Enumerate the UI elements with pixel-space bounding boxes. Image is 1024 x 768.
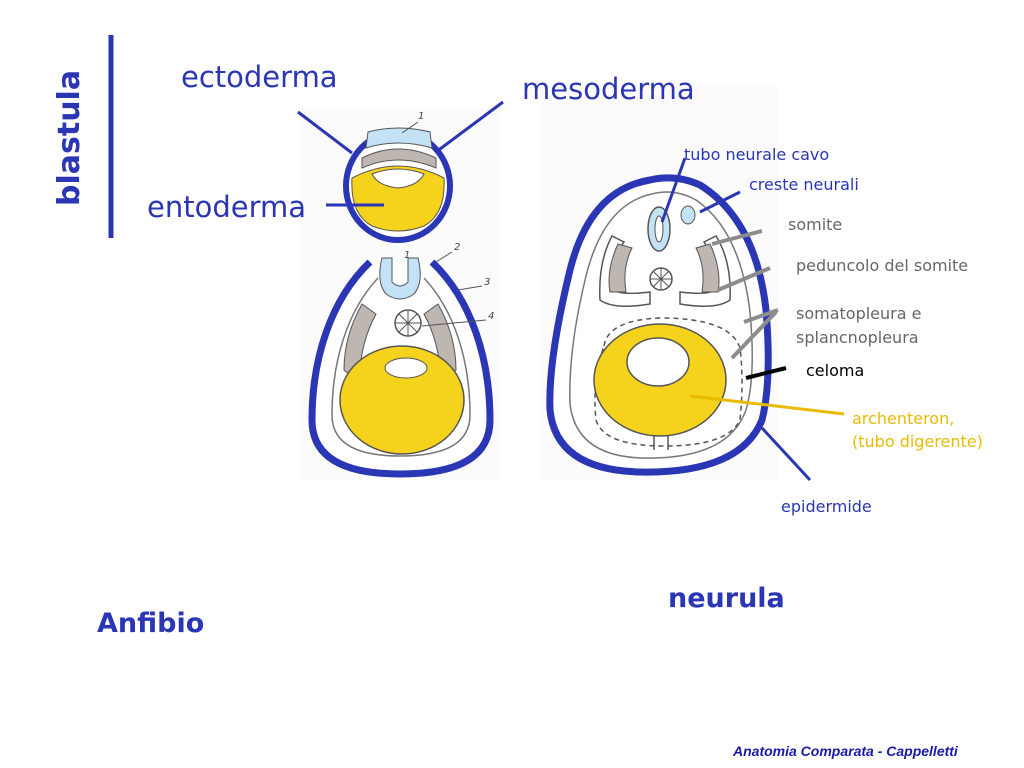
neurula-notochord-cells (650, 268, 672, 290)
early-neurula-neural-groove (379, 257, 421, 300)
entoderma-label: entoderma (147, 190, 307, 224)
archenteron-label-line2: (tubo digerente) (852, 432, 983, 451)
neurula-neural-crest-right (680, 205, 696, 225)
early-neurula-embryo (308, 251, 494, 478)
somatopleura-pointer (743, 308, 779, 324)
pointer-3 (457, 285, 483, 291)
celoma-pointer (745, 366, 787, 380)
footer-credit: Anatomia Comparata - Cappelletti (733, 743, 958, 759)
archenteron-pointer (689, 394, 845, 416)
neurula-archenteron-cavity (626, 337, 690, 387)
celoma-label: celoma (806, 361, 865, 380)
somatopleura-label-line1: somatopleura e (796, 304, 922, 323)
figure-number-3: 3 (484, 277, 491, 288)
neurula-coelom-boundary (594, 317, 743, 447)
mesoderma-label: mesoderma (522, 72, 695, 106)
tubo-neurale-label: tubo neurale cavo (684, 145, 830, 164)
pointer-4 (421, 319, 487, 327)
archenteron-label-line1: archenteron, (852, 409, 955, 428)
anfibio-label: Anfibio (97, 608, 205, 639)
neurula-somite-right (695, 243, 720, 293)
somite-pointer (711, 229, 763, 246)
blastula-cavity (371, 168, 425, 189)
peduncolo-label: peduncolo del somite (796, 256, 969, 275)
ectoderma-label: ectoderma (181, 60, 338, 94)
blastula-entoderm-yolk (351, 165, 445, 232)
mesoderma-pointer (435, 100, 504, 154)
somite-label: somite (788, 215, 843, 234)
ectoderma-pointer (297, 110, 353, 155)
creste-neurali-label: creste neurali (749, 175, 859, 194)
pointer-1a (401, 121, 419, 134)
neurula-ventral-mesentery (653, 436, 669, 450)
early-neurula-yolk (339, 345, 465, 455)
blastula-label: blastula (52, 69, 87, 206)
figure-number-4: 4 (488, 311, 495, 322)
early-neurula-inner-wall (331, 277, 471, 457)
neurula-neural-tube-lumen (654, 215, 664, 243)
pointer-2 (435, 251, 453, 263)
blastula-mesoderm (361, 148, 437, 169)
neurula-inner-wall (569, 191, 753, 459)
early-neurula-notochord-cells (395, 310, 421, 336)
blastula-neural-plate (365, 127, 433, 149)
neurula-somite-left (608, 243, 633, 293)
neurula-label: neurula (668, 583, 785, 614)
somatopleura-label-line2: splancnopleura (796, 328, 919, 347)
figure-number-1a: 1 (418, 111, 425, 122)
blastula-embryo (343, 121, 453, 243)
epidermide-pointer (760, 426, 812, 482)
creste-neurali-pointer (699, 190, 741, 214)
epidermide-label: epidermide (781, 497, 872, 516)
peduncolo-pointer (717, 266, 771, 292)
splancnopleura-pointer (730, 310, 778, 360)
early-neurula-archenteron (384, 357, 428, 379)
tubo-neurale-pointer (660, 157, 687, 223)
figure-number-2: 2 (454, 242, 461, 253)
figure-number-1b: 1 (404, 250, 411, 261)
